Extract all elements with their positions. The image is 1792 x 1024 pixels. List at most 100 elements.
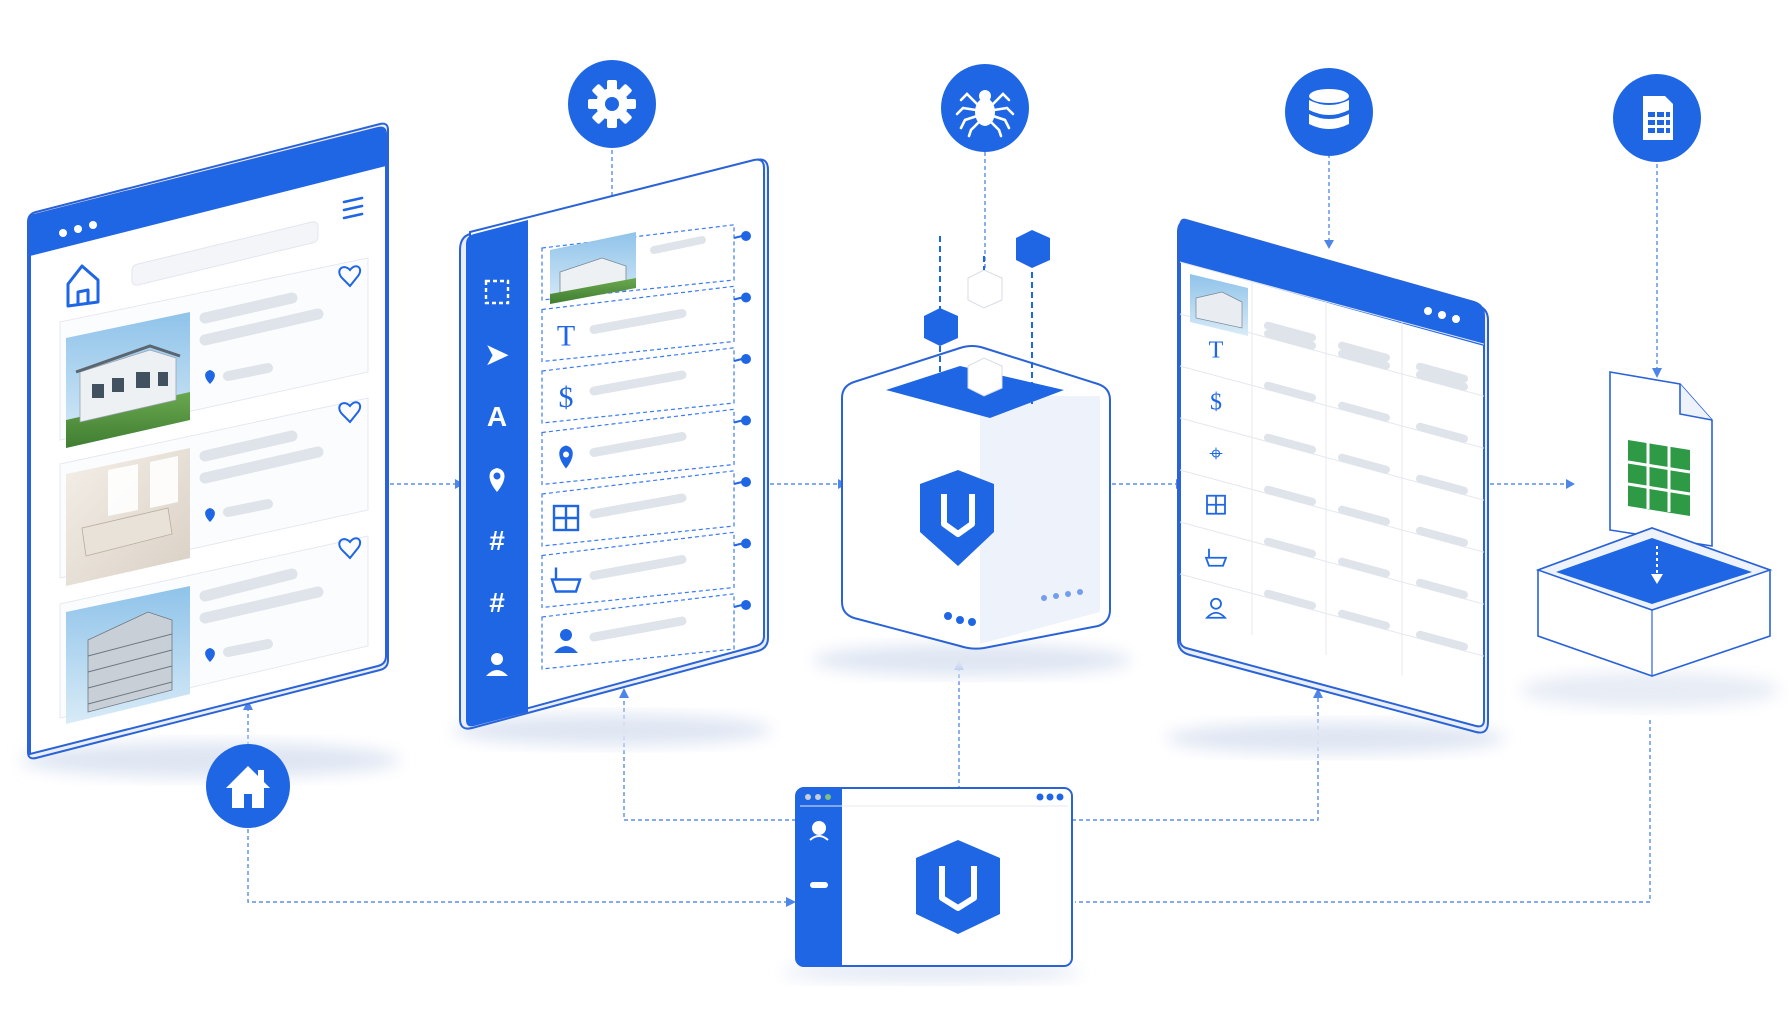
table-cell-placeholder [1416,630,1468,651]
table-cell-placeholder [1264,381,1316,402]
location-pin-icon [205,370,215,384]
structured-table-panel: T $ ⌖ [1166,218,1506,754]
favorite-heart-icon[interactable] [338,265,362,288]
table-cell-placeholder [1416,578,1468,599]
table-cell-placeholder [1338,349,1390,370]
table-cell-placeholder [1416,526,1468,547]
gear-icon [568,60,656,148]
bath-field-icon [550,567,582,593]
selected-field-row[interactable] [541,408,751,486]
home-nav-icon[interactable] [66,264,100,308]
spreadsheet-icon [1613,74,1701,162]
svg-text:➤: ➤ [485,339,509,370]
table-cell-placeholder [1416,362,1468,383]
connector-export-to-app [1075,720,1651,903]
listing-card[interactable] [59,535,369,724]
favorite-heart-icon[interactable] [338,401,362,424]
listing-site-titlebar [30,127,386,256]
listing-card[interactable] [59,397,369,586]
table-cell-placeholder [1264,485,1316,506]
home-icon [206,744,290,828]
location-pin-icon [205,508,215,522]
table-cell-placeholder [1338,505,1390,526]
engine-shield-logo [920,470,994,566]
data-table-grid: T $ ⌖ [1179,261,1485,676]
window-dots [1036,793,1064,801]
connector-lines [247,150,1658,903]
app-shield-logo [916,840,1000,934]
table-cell-placeholder [1264,329,1316,350]
cursor-icon[interactable]: ➤ [485,339,509,370]
image-field-icon [550,232,636,304]
grid-hash-icon[interactable]: # [489,587,505,618]
location-pin-icon [205,648,215,662]
svg-text:A: A [487,401,507,432]
table-cell-placeholder [1416,422,1468,443]
table-row-icon: T [1209,338,1224,364]
text-tool-icon[interactable]: A [487,401,507,432]
central-app-window [782,787,1082,982]
spreadsheet-export-panel [1520,371,1780,708]
svg-text:#: # [489,587,505,618]
selected-field-row[interactable] [541,531,751,609]
spreadsheet-grid-icon [1627,440,1691,516]
user-icon[interactable] [486,653,508,676]
app-sidebar-icons [809,821,829,888]
table-cell-placeholder [1264,433,1316,454]
table-row-icon: $ [1210,390,1222,416]
table-cell-placeholder [1338,401,1390,422]
table-cell-placeholder [1264,589,1316,610]
table-cell-placeholder [1338,609,1390,630]
selected-field-row[interactable] [541,593,751,670]
text-field-icon: T [557,320,575,353]
hash-icon[interactable]: # [489,525,505,556]
search-bar[interactable] [131,221,319,286]
selected-field-row[interactable] [541,470,751,547]
svg-text:T: T [1209,338,1224,364]
table-cell-placeholder [1338,453,1390,474]
database-icon [1285,68,1373,156]
agent-field-icon [554,629,578,653]
table-row: ⌖ [1209,433,1468,495]
rooms-field-icon [552,504,580,532]
favorite-heart-icon[interactable] [338,537,362,560]
connector-home-to-app [247,822,790,903]
engine-status-dots [944,589,1083,626]
select-region-icon[interactable] [484,279,510,305]
table-row: $ [1210,381,1468,443]
table-cell-placeholder [1338,557,1390,578]
location-pin-icon[interactable] [489,468,505,492]
scraper-engine-cube [812,230,1132,676]
table-cell-placeholder [1264,537,1316,558]
svg-text:$: $ [559,381,574,414]
table-row-icon [1204,548,1228,567]
table-cell-placeholder [1264,321,1316,342]
hamburger-menu-icon[interactable] [342,196,364,220]
selected-field-list: T$ [541,224,751,670]
window-dots [1424,307,1460,323]
connector-app-to-table [1072,694,1319,821]
table-header-bar [1180,219,1484,346]
table-row [1206,485,1468,547]
selected-field-row[interactable]: T [541,285,751,363]
tool-icon-column: ➤ A # # [484,279,510,676]
table-cell-placeholder [1416,370,1468,391]
table-row [1204,589,1468,651]
selected-field-row[interactable] [541,224,751,304]
table-cell-placeholder [1338,341,1390,362]
svg-text:$: $ [1210,390,1222,416]
table-cell-placeholder [1416,474,1468,495]
selected-field-row[interactable]: $ [541,347,751,424]
listing-site-panel [20,122,400,778]
table-row-icon: ⌖ [1209,442,1223,468]
table-row: T [1209,329,1468,391]
connector-app-to-selector [623,694,796,821]
table-row-icon [1206,494,1226,515]
window-dots [59,221,97,237]
table-row-icon [1204,597,1228,619]
price-field-icon: $ [559,381,574,414]
svg-text:⌖: ⌖ [1209,442,1223,468]
listing-card[interactable] [59,257,369,448]
